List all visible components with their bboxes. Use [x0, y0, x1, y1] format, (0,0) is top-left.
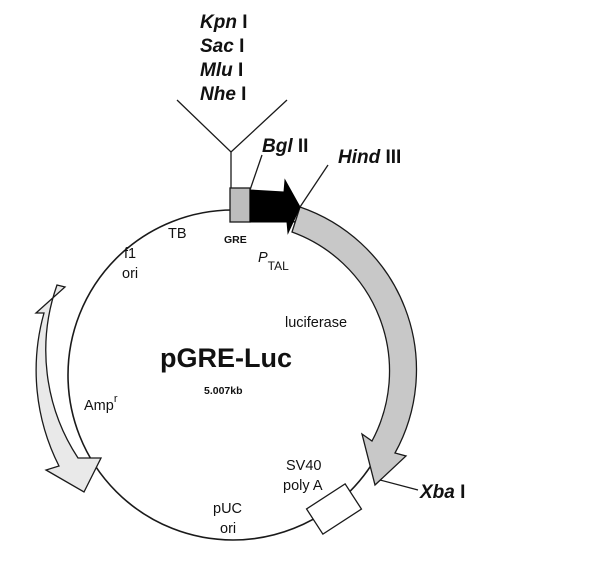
ptal-label: PTAL	[258, 250, 289, 273]
puc-ori-label-line1: pUC	[213, 501, 242, 517]
puc-ori-label-line2: ori	[220, 521, 236, 537]
bgl-site-line	[249, 154, 263, 191]
luciferase-label: luciferase	[285, 315, 347, 331]
plasmid-name: pGRE-Luc	[160, 343, 292, 373]
bgl-site-label: Bgl II	[262, 136, 308, 157]
f1-ori-label-line1: f1	[124, 246, 136, 262]
hind-site-label: Hind III	[338, 147, 401, 168]
nhe-site-label: Nhe I	[200, 84, 246, 105]
tb-label: TB	[168, 226, 187, 242]
mlu-site-label: Mlu I	[200, 60, 243, 81]
hind-site-line	[299, 164, 329, 208]
amp-label: Ampr	[84, 393, 118, 414]
gre-element-box	[229, 187, 251, 223]
ptal-promoter-arrow	[249, 178, 301, 235]
luciferase-gene-arrow	[291, 206, 418, 487]
sv40-polya-box	[305, 482, 363, 536]
sv40-label-line2: poly A	[283, 478, 323, 494]
ampr-gene-arrow	[34, 284, 103, 493]
kpn-site-label: Kpn I	[200, 12, 248, 33]
f1-ori-label-line2: ori	[122, 266, 138, 282]
plasmid-size: 5.007kb	[204, 385, 243, 397]
gre-label: GRE	[224, 234, 247, 246]
sv40-label-line1: SV40	[286, 458, 321, 474]
sac-site-label: Sac I	[200, 36, 244, 57]
xba-site-line	[379, 479, 419, 491]
xba-site-label: Xba I	[419, 482, 465, 503]
